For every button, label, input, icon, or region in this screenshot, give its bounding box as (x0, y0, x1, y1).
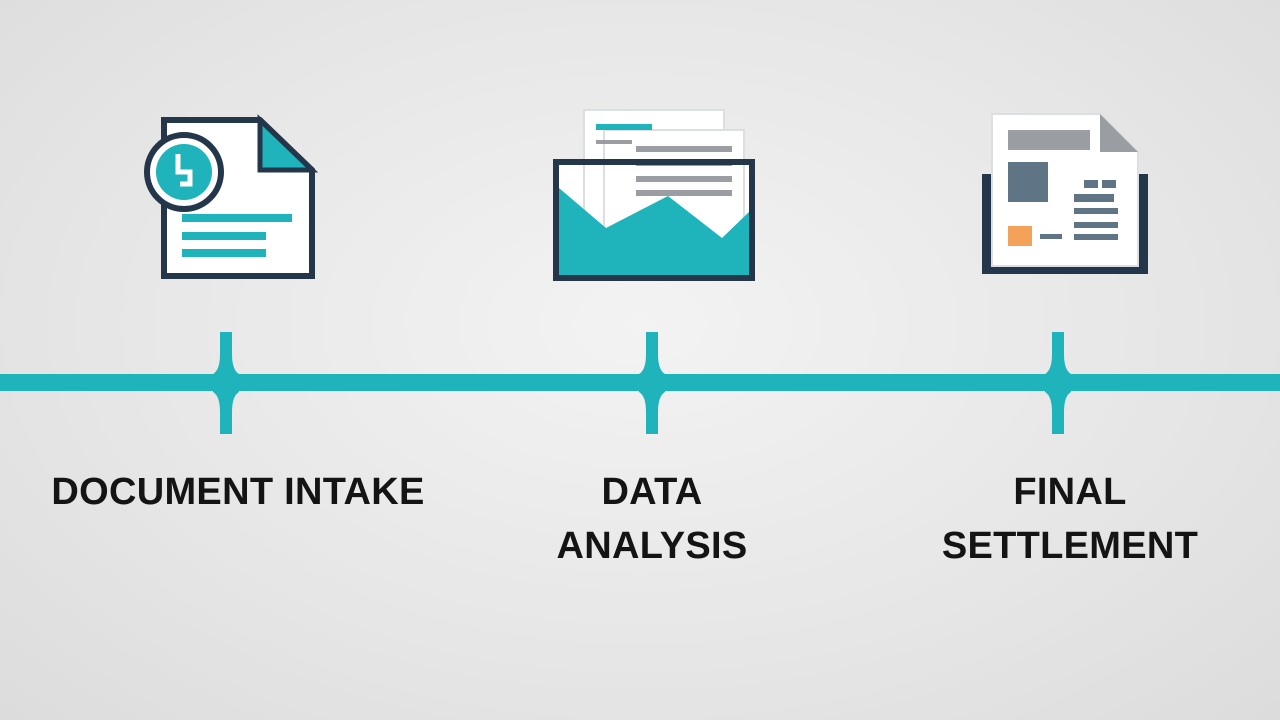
step-label-data-analysis: DATA ANALYSIS (556, 471, 748, 567)
step-label-document-intake: DOCUMENT INTAKE (51, 471, 425, 513)
statement-document-icon (978, 110, 1154, 285)
envelope-report-icon (550, 104, 760, 289)
timeline-node-document-intake (213, 332, 239, 434)
timeline-node-final-settlement (1045, 332, 1071, 434)
step-label-final-settlement: FINAL SETTLEMENT (941, 471, 1199, 567)
timeline-node-data-analysis (639, 332, 665, 434)
document-clock-icon (140, 112, 320, 289)
